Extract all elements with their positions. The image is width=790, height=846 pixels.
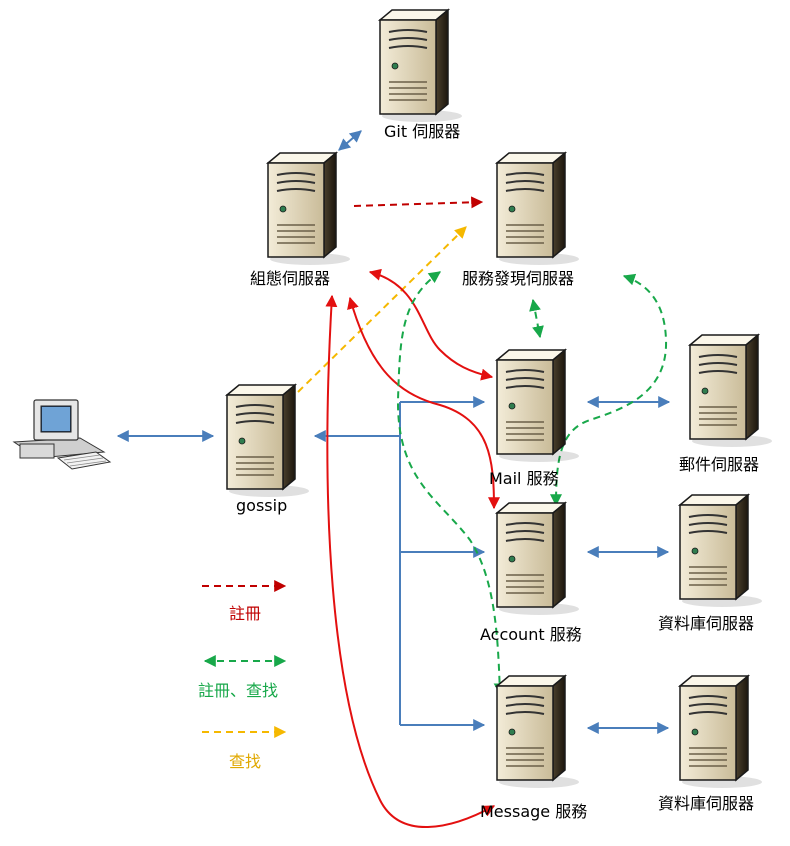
message-db-icon — [679, 675, 763, 789]
message-service-icon — [496, 675, 580, 789]
config-message-curve — [325, 294, 496, 828]
account-db-label: 資料庫伺服器 — [658, 614, 755, 633]
config-server-icon — [267, 152, 351, 266]
discovery-account-green — [550, 273, 668, 507]
git-server-icon — [379, 9, 463, 123]
discovery-server-icon — [496, 152, 580, 266]
legend-register-lookup-label: 註冊、查找 — [198, 681, 279, 700]
message-service-label: Message 服務 — [480, 802, 588, 821]
discovery-mail-green — [529, 298, 544, 339]
gossip-server-icon — [226, 384, 310, 498]
discovery-server-label: 服務發現伺服器 — [462, 269, 575, 288]
mail-server-icon — [689, 334, 773, 448]
account-service-label: Account 服務 — [480, 625, 582, 644]
gossip-label: gossip — [236, 496, 288, 515]
mail-service-label: Mail 服務 — [489, 469, 559, 488]
blue-connections — [116, 130, 671, 734]
git-config-link — [338, 130, 362, 151]
message-db-label: 資料庫伺服器 — [658, 794, 755, 813]
legend-register-label: 註冊 — [229, 604, 262, 623]
legend-lookup-label: 查找 — [229, 752, 262, 771]
mail-service-icon — [496, 349, 580, 463]
discovery-message-green — [396, 271, 506, 696]
client-computer-icon — [13, 399, 111, 470]
mail-server-label: 郵件伺服器 — [679, 455, 760, 474]
account-db-icon — [679, 494, 763, 608]
config-server-label: 組態伺服器 — [250, 269, 331, 288]
config-curves — [325, 268, 500, 828]
git-server-label: Git 伺服器 — [384, 122, 461, 141]
account-service-icon — [496, 502, 580, 616]
discovery-curves — [396, 271, 668, 696]
config-register-arrow — [353, 196, 484, 209]
